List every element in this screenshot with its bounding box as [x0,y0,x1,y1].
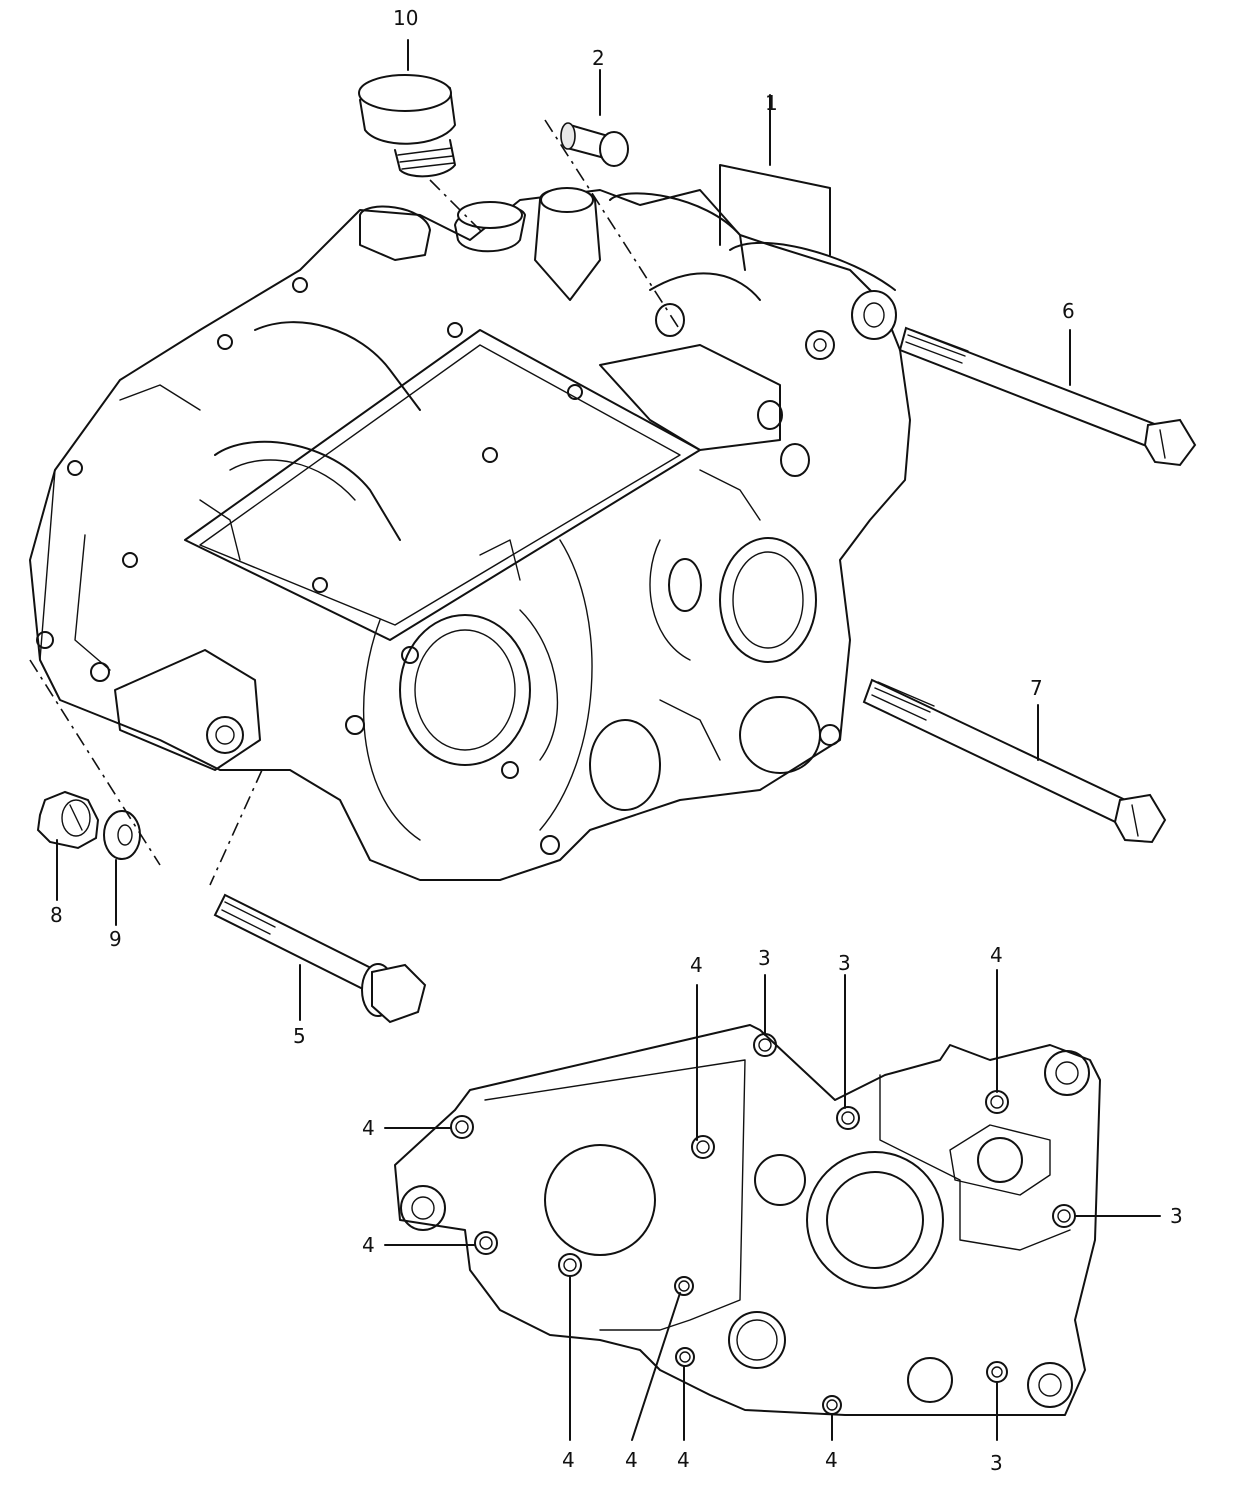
callout-4-top-left: 4 [690,953,703,977]
part-10-filler-cap [358,74,486,236]
callout-labels: 1 2 10 6 7 8 9 5 4 3 3 4 4 4 3 4 4 4 4 3 [50,6,1183,1475]
callout-2: 2 [592,46,605,70]
part-8-nut [36,790,100,850]
callout-9: 9 [109,927,122,951]
part-2-dowel-pin [544,119,681,331]
callout-3-bottom: 3 [990,1451,1003,1475]
callout-4-bottom-a: 4 [562,1448,575,1472]
part-7-bolt [862,678,1167,844]
part-9-washer [29,659,161,866]
callout-8: 8 [50,903,63,927]
crankcase-assembly [29,187,911,881]
callout-3-top-a: 3 [758,946,771,970]
callout-10: 10 [393,6,418,30]
part-6-bolt [898,326,1197,467]
callout-4-top-right: 4 [990,943,1003,967]
callout-3-right: 3 [1170,1204,1183,1228]
callout-3-top-b: 3 [838,951,851,975]
leader-lines [56,39,1161,1441]
callout-4-bottom-c: 4 [677,1448,690,1472]
callout-1: 1 [765,91,778,115]
callout-4-left-upper: 4 [362,1116,375,1140]
callout-4-left-lower: 4 [362,1233,375,1257]
callout-5: 5 [293,1024,306,1048]
crankcase-side-view [394,1024,1101,1416]
callout-7: 7 [1030,676,1043,700]
callout-4-bottom-d: 4 [825,1448,838,1472]
part-5-flange-bolt [209,769,427,1024]
callout-4-bottom-b: 4 [625,1448,638,1472]
callout-6: 6 [1062,299,1075,323]
